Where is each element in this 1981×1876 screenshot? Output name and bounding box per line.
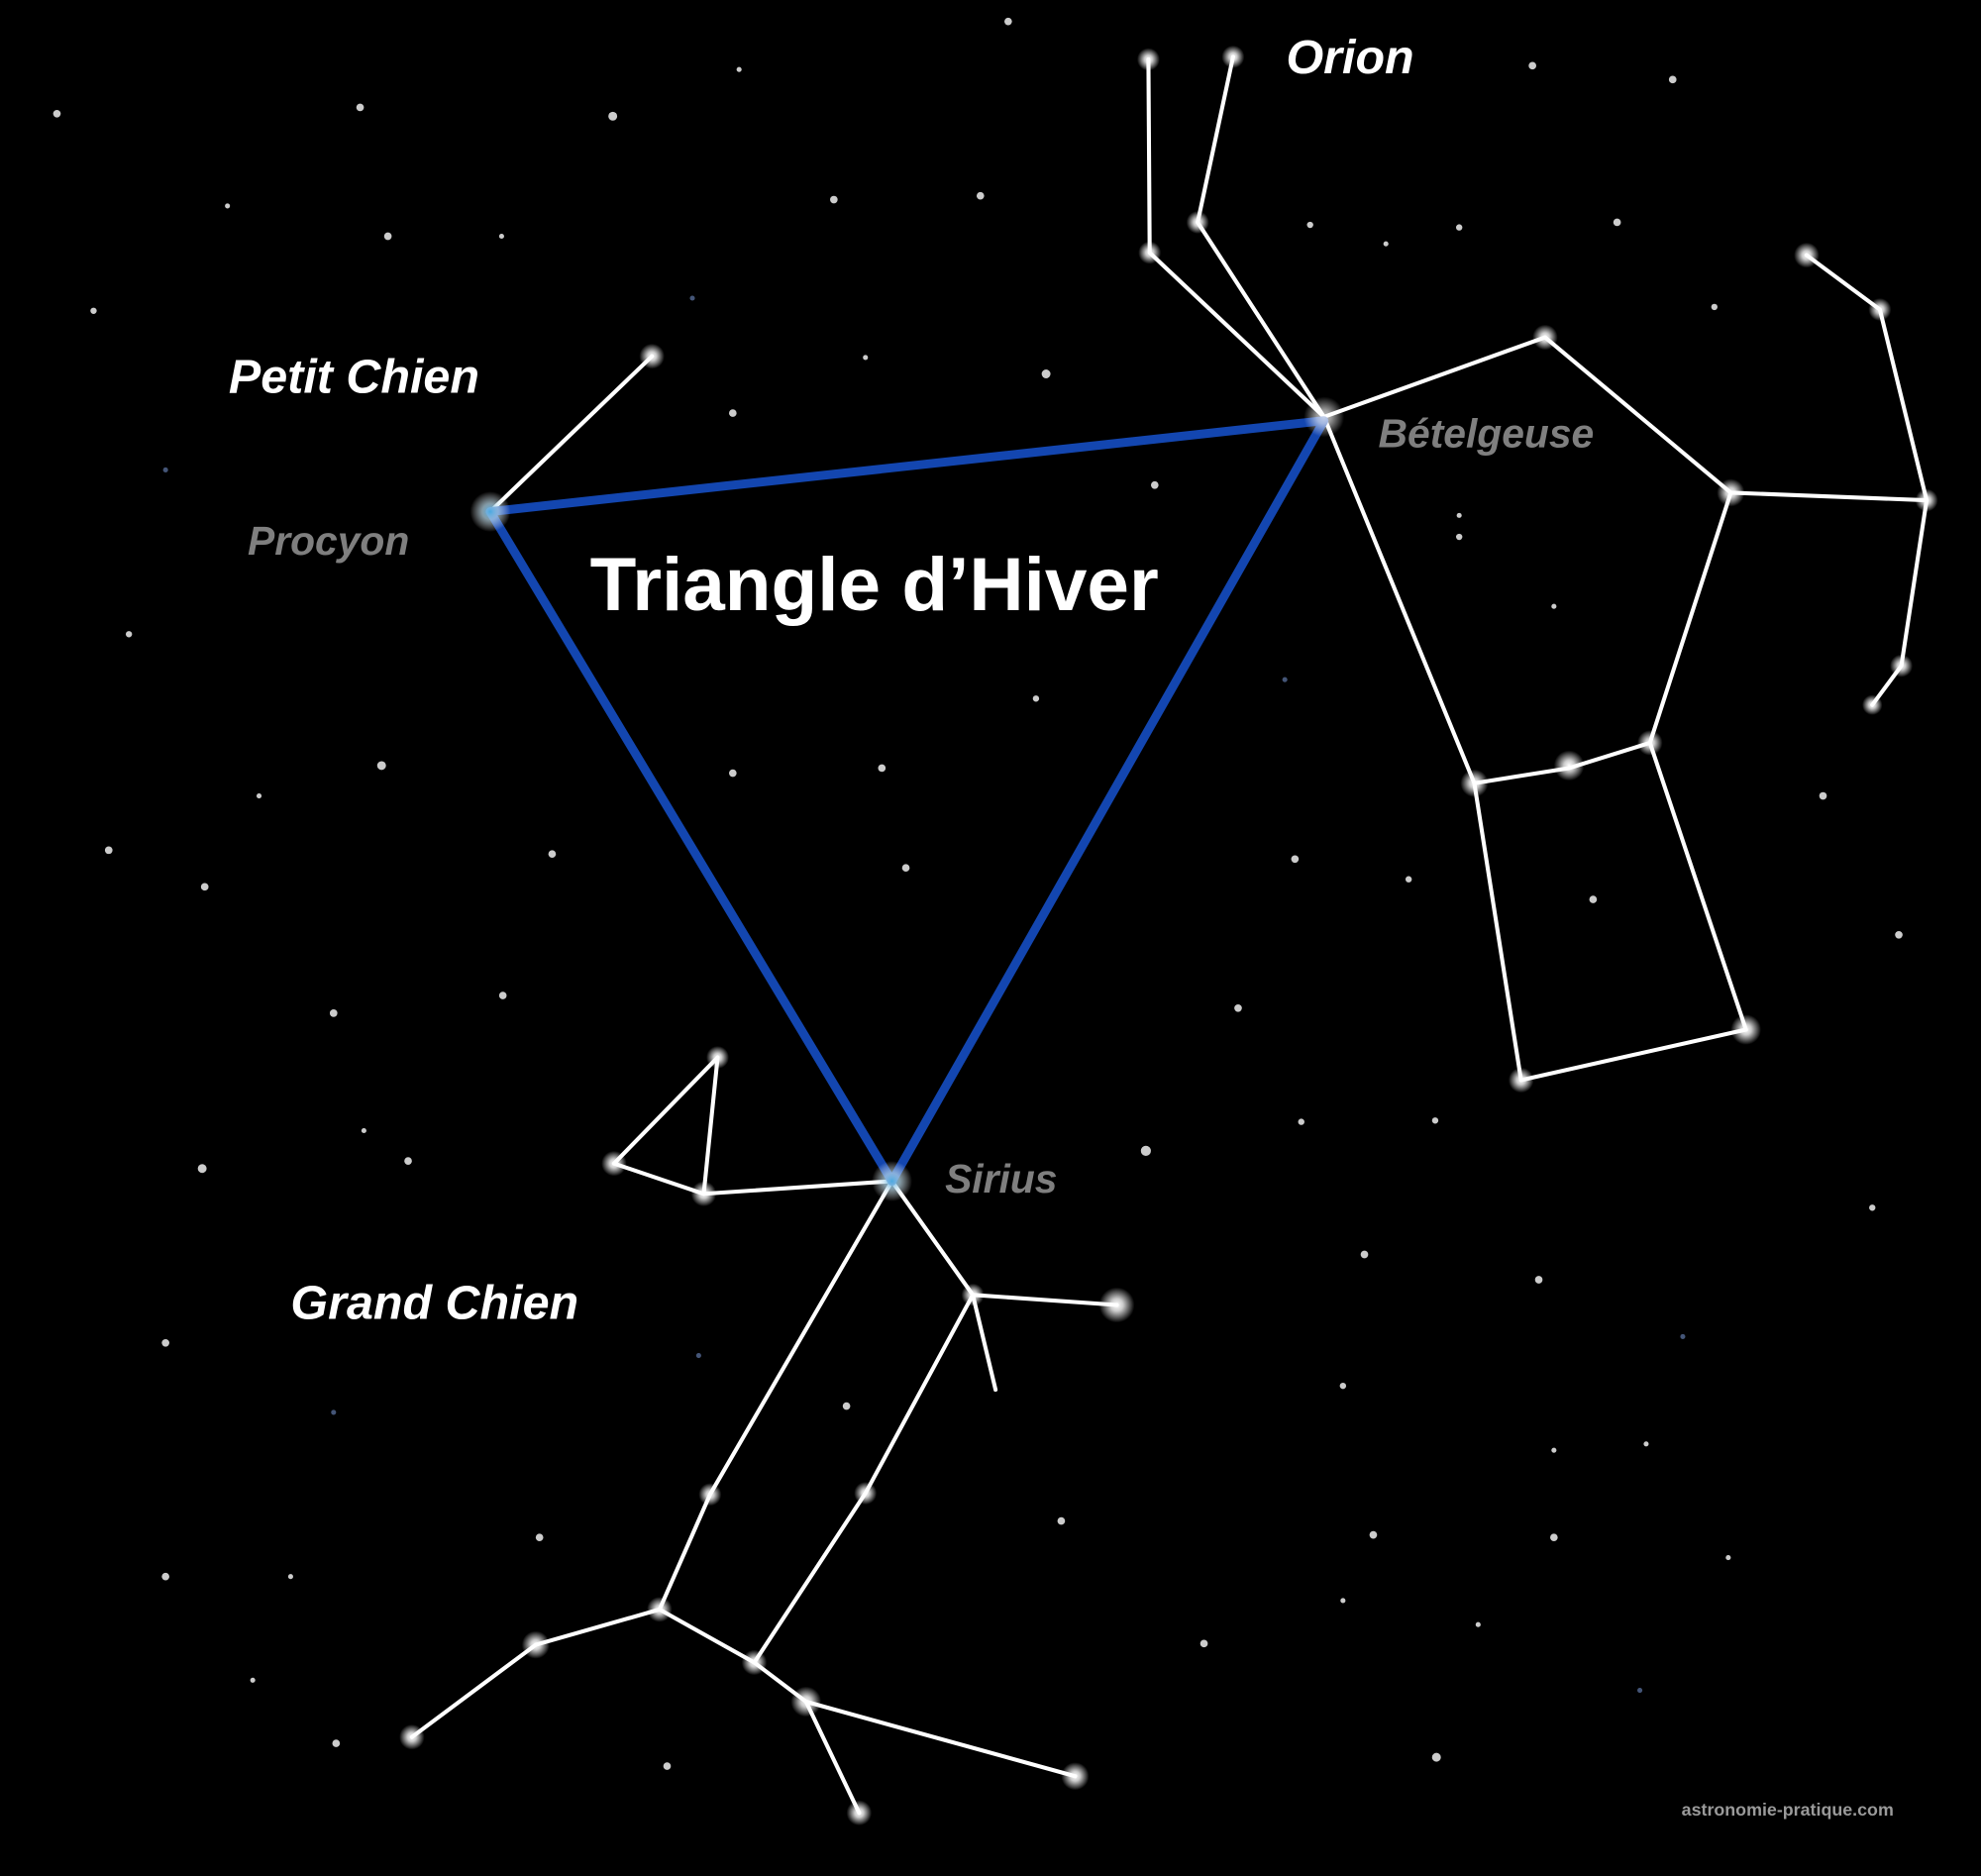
betelgeuse-star — [1303, 396, 1345, 438]
winter-triangle — [485, 416, 1329, 1186]
background-stars — [52, 17, 1903, 1770]
watermark: astronomie-pratique.com — [1682, 1800, 1894, 1820]
betelgeuse-label: Bételgeuse — [1379, 410, 1595, 456]
petit-chien-constellation-lines — [487, 354, 655, 514]
sirius-label: Sirius — [945, 1156, 1057, 1201]
sirius-star — [872, 1161, 912, 1201]
constellation-stars — [399, 45, 1938, 1825]
orion-label: Orion — [1286, 31, 1413, 84]
procyon-star — [469, 491, 511, 532]
diagram-title: Triangle d’Hiver — [590, 543, 1159, 627]
grand-chien-label: Grand Chien — [290, 1277, 578, 1330]
procyon-label: Procyon — [248, 518, 409, 564]
petit-chien-label: Petit Chien — [229, 351, 479, 404]
